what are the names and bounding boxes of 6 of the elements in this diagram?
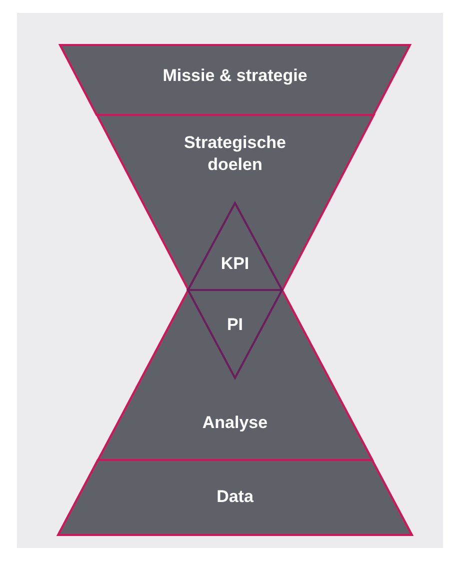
section-label: Analyse xyxy=(202,412,268,434)
section-label: Strategische doelen xyxy=(182,132,287,176)
section-label: KPI xyxy=(220,253,250,275)
section-label: PI xyxy=(226,314,244,336)
section-label: Missie & strategie xyxy=(162,65,308,87)
section-label: Data xyxy=(216,486,254,508)
